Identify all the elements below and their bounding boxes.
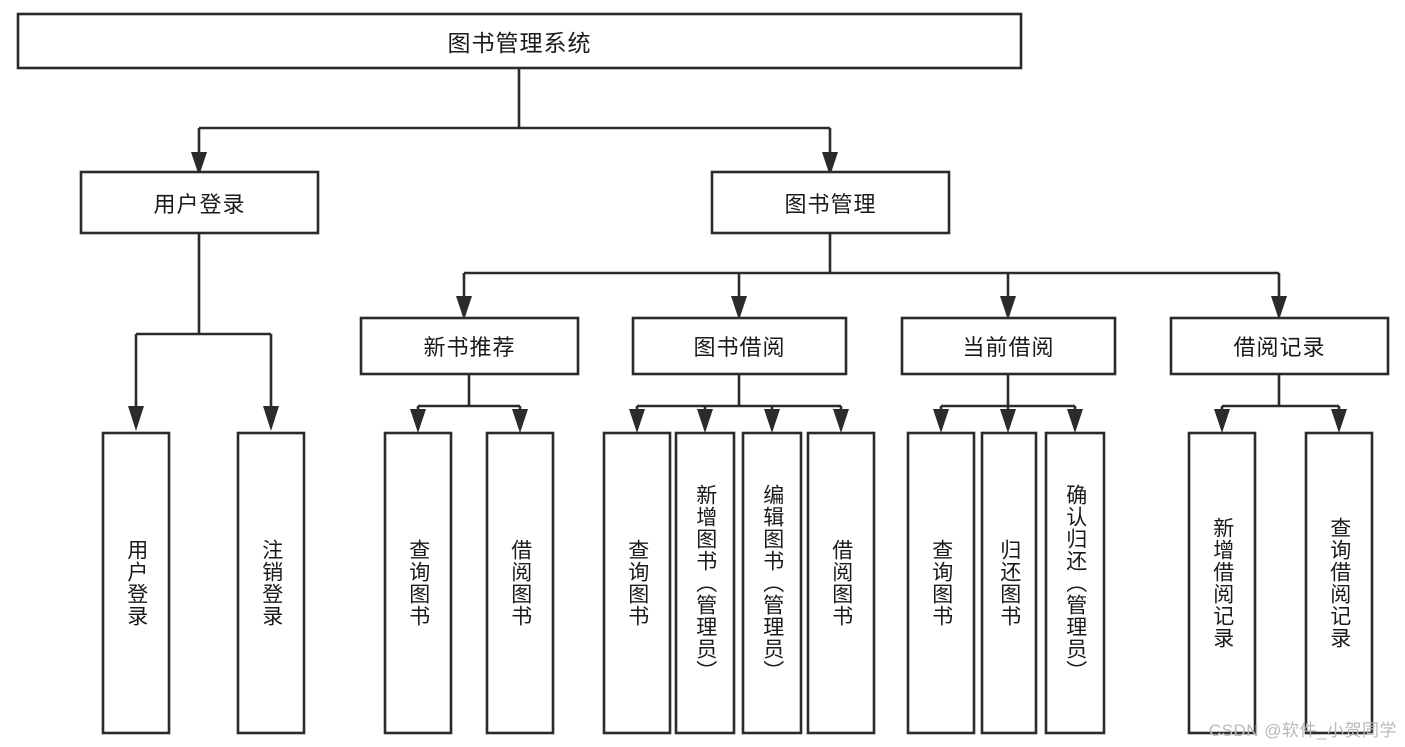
node-leaf-query-book-3[interactable] [906, 431, 976, 735]
node-leaf-query-borrow-record[interactable] [1304, 431, 1374, 735]
connector-group-current-borrow [933, 374, 1083, 433]
node-leaf-confirm-return-admin[interactable] [1044, 431, 1106, 735]
connector-group-root [191, 68, 838, 176]
node-leaf-borrow-book-1[interactable] [485, 431, 555, 735]
arrow-head-icon [263, 406, 279, 431]
arrow-head-icon [512, 409, 528, 433]
arrow-head-icon [731, 296, 747, 320]
arrow-head-icon [833, 409, 849, 433]
arrow-head-icon [1000, 409, 1016, 433]
node-leaf-add-book-admin[interactable] [674, 431, 736, 735]
arrow-head-icon [822, 152, 838, 176]
arrow-head-icon [764, 409, 780, 433]
node-book-manage[interactable] [710, 170, 951, 235]
node-new-book-recommend[interactable] [359, 316, 580, 376]
arrow-head-icon [410, 409, 426, 433]
node-borrow-record[interactable] [1169, 316, 1390, 376]
node-leaf-query-book-2[interactable] [602, 431, 672, 735]
node-current-borrow[interactable] [900, 316, 1117, 376]
arrow-head-icon [697, 409, 713, 433]
node-user-login[interactable] [79, 170, 320, 235]
connector-group-user-login [128, 233, 279, 431]
node-leaf-borrow-book-2[interactable] [806, 431, 876, 735]
arrow-head-icon [1067, 409, 1083, 433]
arrow-head-icon [933, 409, 949, 433]
connector-group-borrow-record [1214, 374, 1347, 433]
arrow-head-icon [1271, 296, 1287, 320]
arrow-head-icon [191, 152, 207, 176]
connector-group-new-book [410, 374, 528, 433]
node-leaf-edit-book-admin[interactable] [741, 431, 803, 735]
node-leaf-user-login[interactable] [101, 431, 171, 735]
arrow-head-icon [1331, 409, 1347, 433]
node-leaf-return-book[interactable] [980, 431, 1038, 735]
node-book-borrow[interactable] [631, 316, 848, 376]
arrow-head-icon [629, 409, 645, 433]
arrow-head-icon [456, 296, 472, 320]
arrow-head-icon [1000, 296, 1016, 320]
node-root[interactable] [16, 12, 1023, 70]
node-leaf-logout[interactable] [236, 431, 306, 735]
node-leaf-add-borrow-record[interactable] [1187, 431, 1257, 735]
node-leaf-query-book-1[interactable] [383, 431, 453, 735]
connector-group-book-manage [456, 233, 1287, 320]
arrow-head-icon [1214, 409, 1230, 433]
connector-group-book-borrow [629, 374, 849, 433]
arrow-head-icon [128, 406, 144, 431]
